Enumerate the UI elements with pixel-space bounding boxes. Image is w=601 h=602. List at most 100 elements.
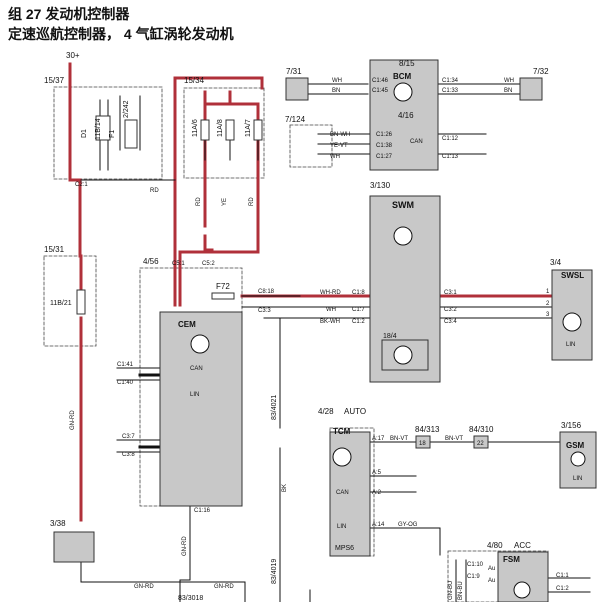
connector-7-31 <box>285 77 309 101</box>
svg-text:GN-RD: GN-RD <box>70 410 76 430</box>
svg-text:C3:4: C3:4 <box>444 319 457 325</box>
svg-text:C3:7: C3:7 <box>122 434 135 440</box>
svg-text:C1:38: C1:38 <box>376 143 393 149</box>
svg-text:15/34: 15/34 <box>184 76 205 85</box>
svg-text:83/4019: 83/4019 <box>271 559 278 584</box>
svg-text:RD: RD <box>196 197 202 206</box>
svg-text:BK-WH: BK-WH <box>320 319 340 325</box>
fuse-box-15-34 <box>183 87 265 179</box>
svg-text:LIN: LIN <box>566 342 575 348</box>
svg-text:3: 3 <box>546 312 550 318</box>
svg-text:C1:10: C1:10 <box>467 562 484 568</box>
bcm-ecu-icon <box>393 82 413 102</box>
tcm-ecu-icon <box>332 447 352 467</box>
svg-text:BN-VT: BN-VT <box>390 436 408 442</box>
svg-text:C1:7: C1:7 <box>352 307 365 313</box>
svg-text:C1:26: C1:26 <box>376 132 393 138</box>
svg-text:GN-RD: GN-RD <box>214 584 234 590</box>
svg-text:GN-RD: GN-RD <box>134 584 154 590</box>
svg-text:WH: WH <box>504 78 514 84</box>
svg-text:C1:16: C1:16 <box>194 508 211 514</box>
svg-text:7/31: 7/31 <box>286 67 302 76</box>
svg-text:C3:1: C3:1 <box>444 290 457 296</box>
fuse-box-15-31 <box>43 255 97 347</box>
svg-text:C1:33: C1:33 <box>442 88 459 94</box>
svg-text:RD: RD <box>249 197 255 206</box>
svg-text:A:17: A:17 <box>372 436 385 442</box>
cem-ecu-icon <box>190 334 210 354</box>
svg-text:83/4021: 83/4021 <box>271 395 278 420</box>
svg-text:YE-VT: YE-VT <box>330 143 348 149</box>
svg-text:7/32: 7/32 <box>533 67 549 76</box>
svg-text:CAN: CAN <box>336 490 349 496</box>
svg-text:WH: WH <box>330 154 340 160</box>
svg-text:CEM: CEM <box>178 320 196 329</box>
svg-text:SWSL: SWSL <box>561 271 584 280</box>
svg-text:AUTO: AUTO <box>344 407 366 416</box>
svg-text:C8:18: C8:18 <box>258 289 275 295</box>
svg-text:BN-VT: BN-VT <box>445 436 463 442</box>
svg-text:C1:2: C1:2 <box>556 586 569 592</box>
svg-text:11B/14: 11B/14 <box>95 118 102 140</box>
diagram-group-title: 组 27 发动机控制器 <box>8 6 130 22</box>
svg-text:F72: F72 <box>216 282 230 291</box>
svg-text:15/31: 15/31 <box>44 245 65 254</box>
svg-text:C3:8: C3:8 <box>122 452 135 458</box>
svg-text:GY-OG: GY-OG <box>398 522 418 528</box>
svg-text:A:2: A:2 <box>372 490 382 496</box>
svg-text:84/313: 84/313 <box>415 425 440 434</box>
bcm-module <box>369 59 439 171</box>
svg-text:4/56: 4/56 <box>143 257 159 266</box>
svg-text:Au: Au <box>488 566 495 572</box>
svg-text:C1:46: C1:46 <box>372 78 389 84</box>
svg-text:LIN: LIN <box>190 392 199 398</box>
svg-text:1: 1 <box>546 289 550 295</box>
svg-text:BN: BN <box>504 88 512 94</box>
svg-text:WH: WH <box>326 307 336 313</box>
svg-text:11A/8: 11A/8 <box>217 119 224 137</box>
svg-text:GN-BU: GN-BU <box>448 581 454 600</box>
svg-text:11A/6: 11A/6 <box>192 119 199 137</box>
svg-text:Au: Au <box>488 578 495 584</box>
diagram-subtitle: 定速巡航控制器， 4 气缸涡轮发动机 <box>8 26 234 42</box>
svg-text:C1:9: C1:9 <box>467 574 480 580</box>
svg-text:15/37: 15/37 <box>44 76 65 85</box>
svg-text:GSM: GSM <box>566 441 585 450</box>
fsm-ecu-icon <box>513 581 531 599</box>
relay-3-38 <box>53 531 95 563</box>
connector-7-32 <box>519 77 543 101</box>
svg-text:F1: F1 <box>109 130 116 138</box>
svg-text:2: 2 <box>546 301 550 307</box>
junction-84-310 <box>473 435 489 449</box>
svg-text:BN: BN <box>332 88 340 94</box>
svg-text:BCM: BCM <box>393 72 412 81</box>
svg-text:WH-RD: WH-RD <box>320 290 341 296</box>
svg-text:BN-BU: BN-BU <box>458 581 464 600</box>
svg-text:C1:40: C1:40 <box>117 380 134 386</box>
svg-text:18/4: 18/4 <box>383 333 397 340</box>
svg-text:22: 22 <box>477 441 484 447</box>
label-30-plus: 30+ <box>66 51 80 60</box>
svg-text:8/15: 8/15 <box>399 59 415 68</box>
svg-text:RD: RD <box>150 188 159 194</box>
svg-text:3/130: 3/130 <box>370 181 391 190</box>
svg-text:ACC: ACC <box>514 541 531 550</box>
svg-text:3/156: 3/156 <box>561 421 582 430</box>
svg-text:MPS6: MPS6 <box>335 545 354 552</box>
svg-text:3/4: 3/4 <box>550 258 562 267</box>
svg-text:C1:12: C1:12 <box>442 136 459 142</box>
svg-text:84/310: 84/310 <box>469 425 494 434</box>
svg-text:SWM: SWM <box>392 200 414 210</box>
svg-text:D1: D1 <box>81 129 88 138</box>
svg-text:BK: BK <box>282 484 288 492</box>
svg-text:4/16: 4/16 <box>398 111 414 120</box>
svg-text:TCM: TCM <box>333 427 351 436</box>
svg-text:C1:27: C1:27 <box>376 154 393 160</box>
svg-text:2/242: 2/242 <box>123 100 130 118</box>
svg-text:FSM: FSM <box>503 555 520 564</box>
svg-text:C1:1: C1:1 <box>556 573 569 579</box>
svg-text:C1:8: C1:8 <box>352 290 365 296</box>
swm-ecu-icon <box>393 226 413 246</box>
svg-text:GN-RD: GN-RD <box>182 536 188 556</box>
